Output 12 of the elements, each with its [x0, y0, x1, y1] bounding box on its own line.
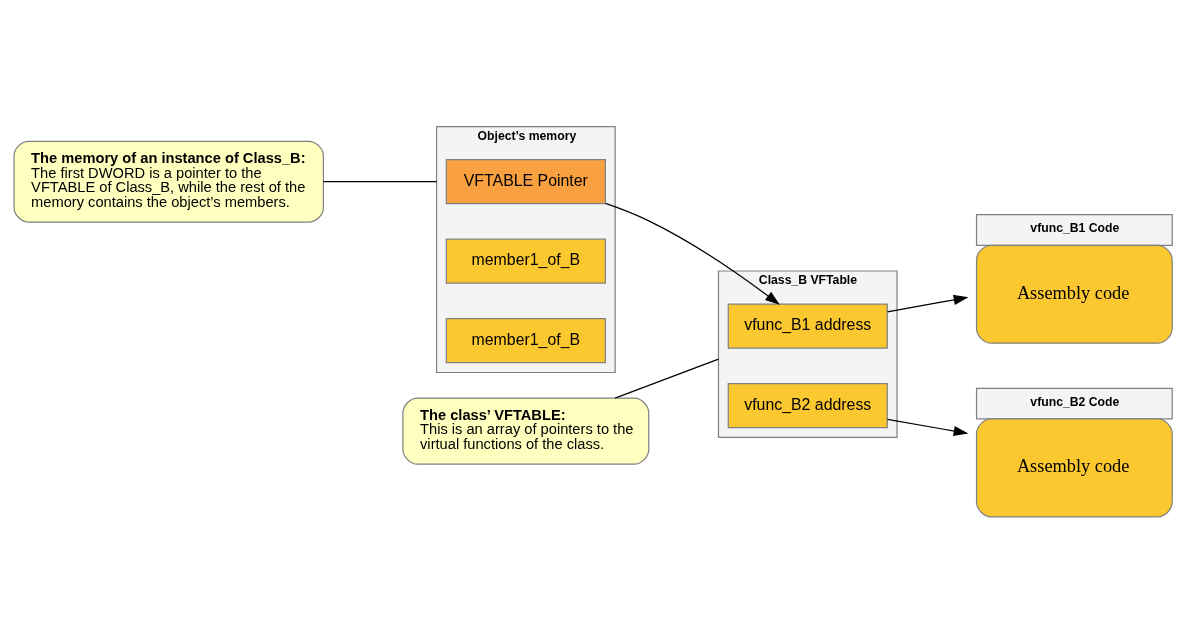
node-box: vfunc_B2 address	[727, 382, 888, 428]
arrow	[886, 294, 969, 312]
connector	[322, 180, 438, 182]
node-box: VFTABLE Pointer	[445, 158, 606, 204]
node-box: member1_of_B	[445, 317, 606, 363]
node-box: vfunc_B1 address	[727, 302, 888, 349]
node-box: member1_of_B	[445, 238, 606, 284]
node-box: The memory of an instance of Class_B: The first DWORD is a pointer to the VFTABLE of Class_B, while the rest of the memory contains the object’s members.	[13, 140, 325, 223]
connector	[614, 358, 720, 399]
node-box: The class’ VFTABLE: This is an array of pointers to the virtual functions of the class.	[402, 397, 650, 465]
arrow	[886, 418, 969, 436]
arrow	[604, 202, 780, 305]
